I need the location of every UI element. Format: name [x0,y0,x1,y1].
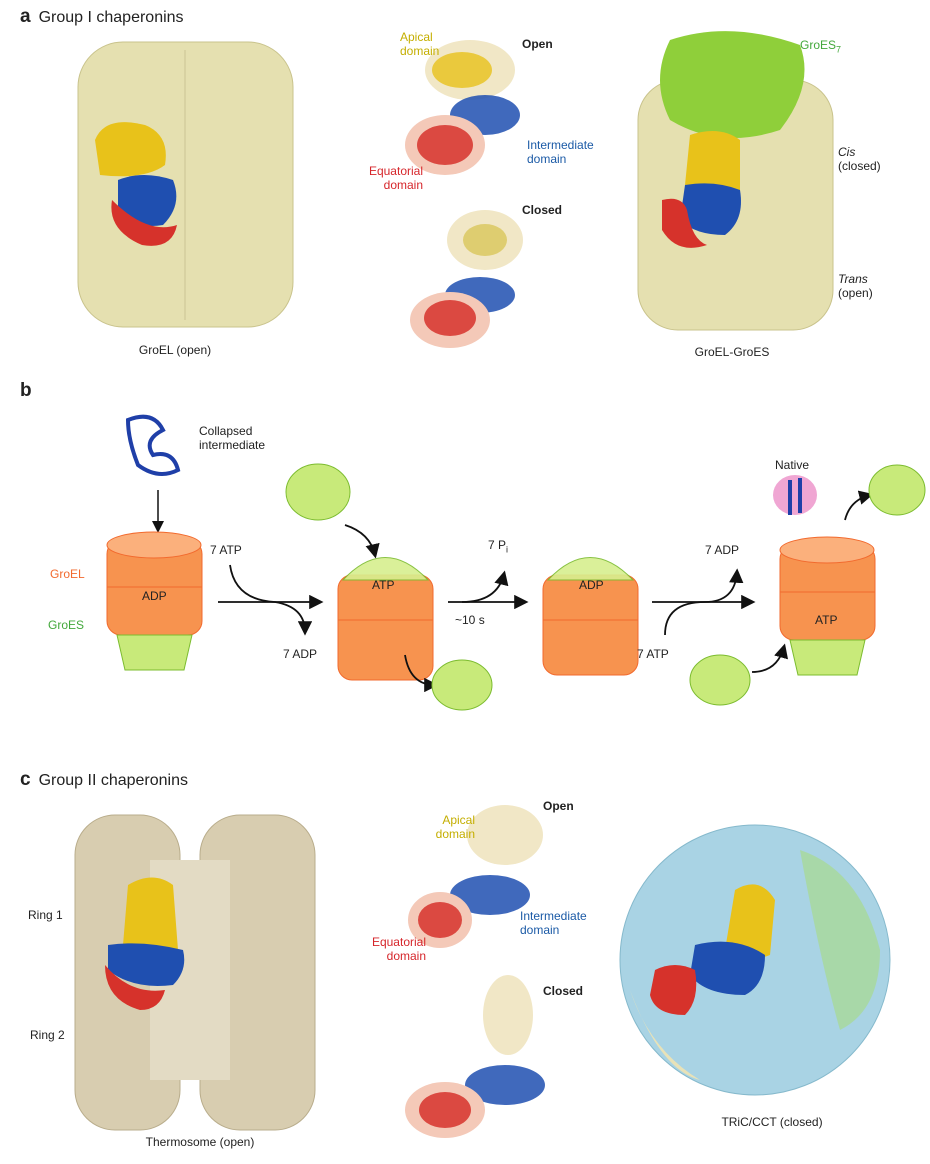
group2-monomer-open [408,805,543,948]
tric-caption: TRiC/CCT (closed) [721,1115,823,1129]
groes-lid-free-2 [431,659,493,711]
atp-input-label-1: 7 ATP [210,543,242,557]
adp-label-3: ADP [579,578,604,592]
panel-letter: b [20,380,32,401]
adp-output-label-1: 7 ADP [283,647,318,661]
adp-output-label-2: 7 ADP [705,543,740,557]
panel-letter: c [20,769,31,790]
tric-cct-structure [619,824,891,1096]
thermosome-caption: Thermosome (open) [145,1135,255,1149]
collapsed-intermediate-label: Collapsed intermediate [199,424,266,452]
groes-lid-binding [689,654,751,706]
trans-text: Trans [838,272,868,286]
equatorial-domain-label: Equatorial domain [371,935,426,963]
groes7-subscript: 7 [836,44,842,55]
pi-subscript: i [506,544,509,555]
groes-lid-released [868,464,926,516]
panel-b-heading: b [20,381,40,400]
closed-state-label: Closed [543,984,584,998]
collapsed-intermediate-protein [125,414,181,476]
intermediate-domain-label: Intermediate domain [527,138,594,166]
groes-lid-free-1 [285,463,351,521]
groel-label: GroEL [50,567,85,581]
apical-domain-label: Apical domain [435,813,475,841]
intermediate-domain-label: Intermediate domain [520,909,587,937]
atp-label-2: ATP [372,578,395,592]
groel-cylinder-1 [106,531,203,671]
monomer-closed-structure [410,210,523,348]
closed-state-label: Closed [522,203,563,217]
panel-title: Group II chaperonins [38,772,188,789]
cis-state: (closed) [838,159,881,173]
groel-open-caption: GroEL (open) [138,343,212,357]
native-label: Native [775,458,810,472]
groel-groes-caption: GroEL-GroES [694,345,770,359]
trans-state: (open) [838,286,873,300]
panel-a-heading: a Group I chaperonins [20,7,184,26]
cis-label: Cis(closed) [838,145,881,173]
pi-text: 7 P [488,538,507,552]
equatorial-domain-label: Equatorial domain [368,164,423,192]
panel-c-heading: c Group II chaperonins [20,770,188,789]
atp-input-label-2: 7 ATP [637,647,669,661]
native-protein [773,475,817,515]
groel-groes-cylinder-3 [542,557,639,676]
open-state-label: Open [522,37,553,51]
trans-label: Trans(open) [838,272,873,300]
groel-groes-cylinder-2 [337,557,434,681]
monomer-open-structure [405,40,520,175]
groes-label: GroES [48,618,85,632]
groes7-label: GroES7 [800,38,841,56]
groes7-text: GroES [800,38,837,52]
cis-text: Cis [838,145,856,159]
ring2-label: Ring 2 [30,1028,65,1042]
atp-label-4: ATP [815,613,838,627]
groel-cylinder-4 [779,536,876,676]
apical-domain-label: Apical domain [400,30,440,58]
panel-title: Group I chaperonins [38,9,184,26]
groel-open-structure [77,41,294,328]
panel-letter: a [20,6,31,27]
adp-label-1: ADP [142,589,167,603]
open-state-label: Open [543,799,574,813]
groel-groes-structure [637,31,834,331]
time-label: ~10 s [455,613,485,627]
thermosome-structure [74,814,316,1131]
pi-label: 7 Pi [488,538,508,556]
ring1-label: Ring 1 [28,908,63,922]
group2-monomer-closed [405,975,545,1138]
